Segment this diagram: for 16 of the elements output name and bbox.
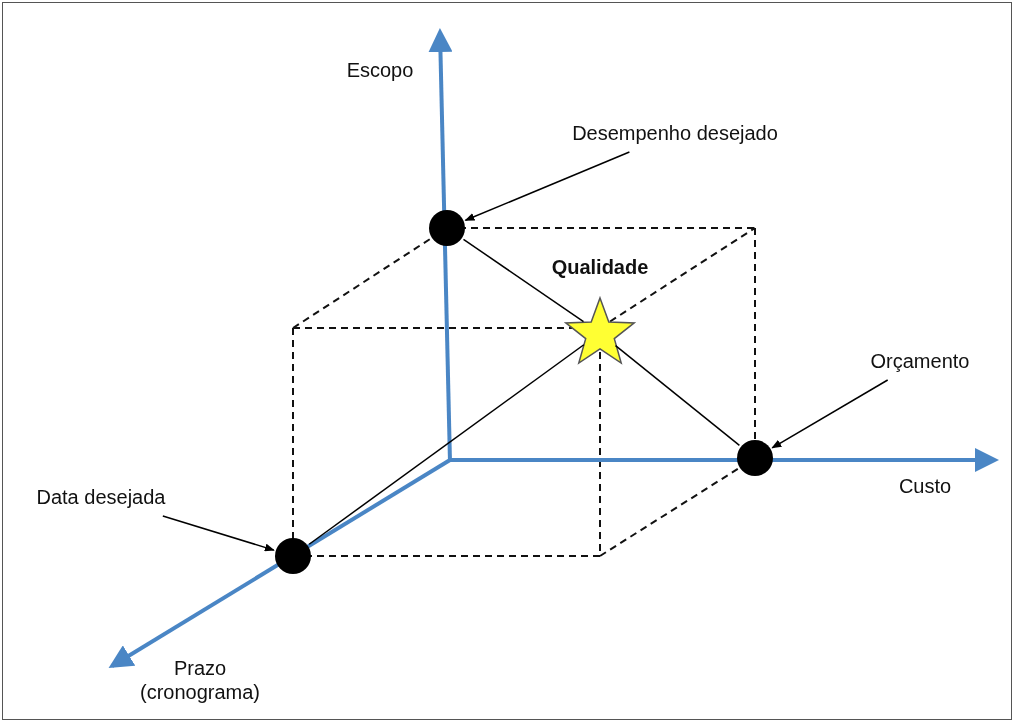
leader-arrow: [162, 515, 275, 552]
axis-label: Prazo (cronograma): [138, 656, 261, 704]
axis-label: Custo: [897, 474, 953, 498]
point-marker: [737, 440, 773, 476]
leader-arrow: [771, 379, 889, 449]
callout-label: Orçamento: [855, 346, 985, 373]
connector-line: [308, 344, 585, 545]
point-marker: [429, 210, 465, 246]
connector-line: [614, 344, 741, 447]
leader-arrow: [464, 151, 631, 222]
callout-label: Data desejada: [16, 482, 186, 509]
connector-line: [462, 238, 585, 323]
axis-label: Escopo: [345, 58, 415, 82]
callout-label: Desempenho desejado: [540, 118, 810, 145]
point-marker: [275, 538, 311, 574]
node-label: Qualidade: [550, 255, 650, 279]
